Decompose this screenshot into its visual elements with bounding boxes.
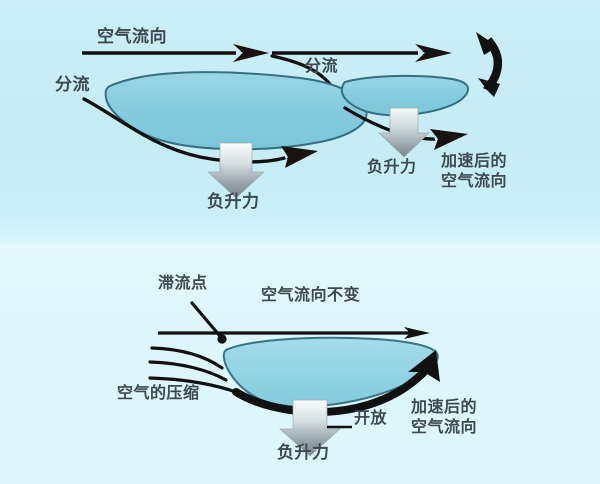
compression-streamlines <box>148 346 238 394</box>
label-negative-lift-secondary-top: 负升力 <box>367 159 417 176</box>
negative-lift-force-arrow-bottom <box>279 399 341 457</box>
accelerated-airflow-line1-top: 加速后的 <box>441 153 508 170</box>
top-lower-flow-arrow <box>82 97 318 168</box>
label-split-flow-right: 分流 <box>305 58 339 75</box>
stagnation-point-leader <box>190 301 227 344</box>
main-airfoil-bottom-panel <box>222 336 439 408</box>
label-negative-lift-bottom: 负升力 <box>277 443 330 462</box>
bottom-upper-flow-arrow <box>158 327 430 339</box>
label-negative-lift-main-top: 负升力 <box>207 192 260 211</box>
top-upper-flow-arrow-right <box>272 44 452 62</box>
accelerated-airflow-line2-bottom: 空气流向 <box>411 418 478 436</box>
bottom-accelerated-flow-arrow <box>232 350 440 416</box>
label-airflow-unchanged: 空气流向不变 <box>261 287 361 304</box>
stagnation-dot-icon <box>217 334 227 344</box>
label-stagnation-point: 滞流点 <box>158 275 208 292</box>
label-airflow-direction-top: 空气流向 <box>97 27 167 46</box>
label-air-compression: 空气的压缩 <box>117 385 200 402</box>
main-airfoil-top-panel <box>104 71 368 151</box>
secondary-airfoil-top-panel <box>340 74 469 117</box>
label-open: 开放 <box>354 410 388 427</box>
label-split-flow-left: 分流 <box>55 75 90 94</box>
accelerated-airflow-line1-bottom: 加速后的 <box>411 399 478 416</box>
negative-lift-force-arrow-main <box>207 142 265 199</box>
top-upper-flow-arrow-left <box>82 44 269 62</box>
label-accelerated-airflow-bottom: 加速后的 空气流向 <box>411 398 477 437</box>
accelerated-airflow-line2-top: 空气流向 <box>441 172 508 190</box>
negative-lift-force-arrow-secondary <box>378 107 430 158</box>
rotation-double-arrow-icon <box>476 32 503 97</box>
label-accelerated-airflow-top: 加速后的 空气流向 <box>441 152 507 191</box>
